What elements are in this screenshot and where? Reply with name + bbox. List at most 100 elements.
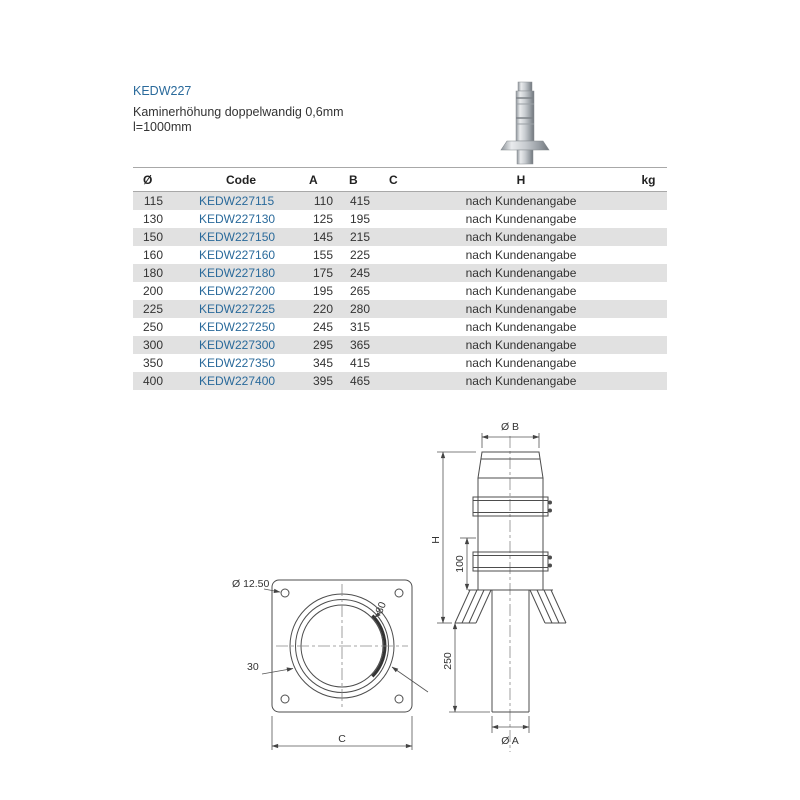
product-photo <box>497 80 553 171</box>
cell-a: 110 <box>313 194 333 208</box>
cell-diameter: 225 <box>142 302 163 316</box>
product-code-heading: KEDW227 <box>133 84 192 98</box>
column-header-code: Code <box>181 167 301 192</box>
cell-a: 345 <box>312 356 333 370</box>
product-code-link[interactable]: KEDW227130 <box>199 212 276 226</box>
cell-code: KEDW227130 <box>181 210 301 228</box>
cell-h: nach Kundenangabe <box>465 194 577 208</box>
cell-b: 365 <box>349 338 370 352</box>
cell-h: nach Kundenangabe <box>465 212 577 226</box>
bolt-hole <box>280 588 290 598</box>
product-code-link[interactable]: KEDW227250 <box>199 320 276 334</box>
cell-kg <box>616 282 667 300</box>
product-code-link[interactable]: KEDW227400 <box>199 374 276 388</box>
cell-kg <box>616 264 667 282</box>
table-row: 225 KEDW227225 220 280 nach Kundenangabe <box>133 300 667 318</box>
product-code-link[interactable]: KEDW227300 <box>199 338 276 352</box>
cell-code: KEDW227150 <box>181 228 301 246</box>
cell-b: 225 <box>349 248 370 262</box>
product-code-link[interactable]: KEDW227160 <box>199 248 276 262</box>
product-code-link[interactable]: KEDW227180 <box>199 266 276 280</box>
cell-h: nach Kundenangabe <box>465 284 577 298</box>
cell-a: 195 <box>312 284 333 298</box>
cell-code: KEDW227200 <box>181 282 301 300</box>
cell-code: KEDW227225 <box>181 300 301 318</box>
cell-h: nach Kundenangabe <box>465 356 577 370</box>
cell-code: KEDW227300 <box>181 336 301 354</box>
cell-c <box>386 318 426 336</box>
column-header-a: A <box>301 167 346 192</box>
cell-kg <box>616 354 667 372</box>
cell-c <box>386 264 426 282</box>
cell-code: KEDW227115 <box>181 192 301 211</box>
cell-kg <box>616 210 667 228</box>
cell-code: KEDW227160 <box>181 246 301 264</box>
base-plate <box>271 579 413 713</box>
cell-a: 145 <box>312 230 333 244</box>
product-code-link[interactable]: KEDW227350 <box>199 356 276 370</box>
cell-b: 280 <box>349 302 370 316</box>
product-code-link[interactable]: KEDW227115 <box>199 194 275 208</box>
top-view: Ø 12.50 80 30 C <box>232 578 429 750</box>
cell-diameter: 350 <box>142 356 163 370</box>
cell-c <box>386 336 426 354</box>
cell-diameter: 150 <box>142 230 163 244</box>
cell-a: 245 <box>312 320 333 334</box>
cell-b: 415 <box>349 356 370 370</box>
cell-c <box>386 354 426 372</box>
product-title: Kaminerhöhung doppelwandig 0,6mm <box>133 105 344 119</box>
dim-label-diameter-a: Ø A <box>501 735 519 747</box>
cell-kg <box>616 192 667 211</box>
product-code-link[interactable]: KEDW227150 <box>199 230 276 244</box>
cell-kg <box>616 318 667 336</box>
cell-diameter: 160 <box>142 248 163 262</box>
side-view-cap <box>477 451 544 479</box>
cell-code: KEDW227350 <box>181 354 301 372</box>
bolt-hole <box>280 694 290 704</box>
cell-b: 215 <box>349 230 370 244</box>
product-code-link[interactable]: KEDW227225 <box>199 302 276 316</box>
table-row: 130 KEDW227130 125 195 nach Kundenangabe <box>133 210 667 228</box>
table-row: 160 KEDW227160 155 225 nach Kundenangabe <box>133 246 667 264</box>
cell-diameter: 130 <box>142 212 163 226</box>
cell-kg <box>616 246 667 264</box>
cell-h: nach Kundenangabe <box>465 266 577 280</box>
cell-b: 415 <box>349 194 370 208</box>
cell-a: 220 <box>312 302 333 316</box>
side-view: Ø B H 100 250 Ø A <box>430 421 567 752</box>
product-header: KEDW227 Kaminerhöhung doppelwandig 0,6mm… <box>133 84 344 135</box>
cell-diameter: 200 <box>142 284 163 298</box>
cell-h: nach Kundenangabe <box>465 338 577 352</box>
cell-a: 395 <box>312 374 333 388</box>
bolt-hole <box>394 694 404 704</box>
cell-c <box>386 282 426 300</box>
dim-label-250: 250 <box>442 652 454 670</box>
product-code-link[interactable]: KEDW227200 <box>199 284 276 298</box>
cell-c <box>386 192 426 211</box>
cell-a: 155 <box>312 248 333 262</box>
cell-code: KEDW227400 <box>181 372 301 390</box>
cell-h: nach Kundenangabe <box>465 248 577 262</box>
cell-a: 125 <box>312 212 333 226</box>
cell-diameter: 400 <box>142 374 163 388</box>
cell-code: KEDW227250 <box>181 318 301 336</box>
cell-c <box>386 228 426 246</box>
cell-b: 195 <box>349 212 370 226</box>
storm-collar <box>454 589 567 624</box>
product-subtitle: l=1000mm <box>133 120 192 134</box>
cell-kg <box>616 336 667 354</box>
cell-kg <box>616 300 667 318</box>
cell-h: nach Kundenangabe <box>465 302 577 316</box>
column-header-h: H <box>426 167 616 192</box>
inner-pipe <box>491 590 530 713</box>
dim-label-height-h: H <box>430 536 442 544</box>
cell-h: nach Kundenangabe <box>465 320 577 334</box>
